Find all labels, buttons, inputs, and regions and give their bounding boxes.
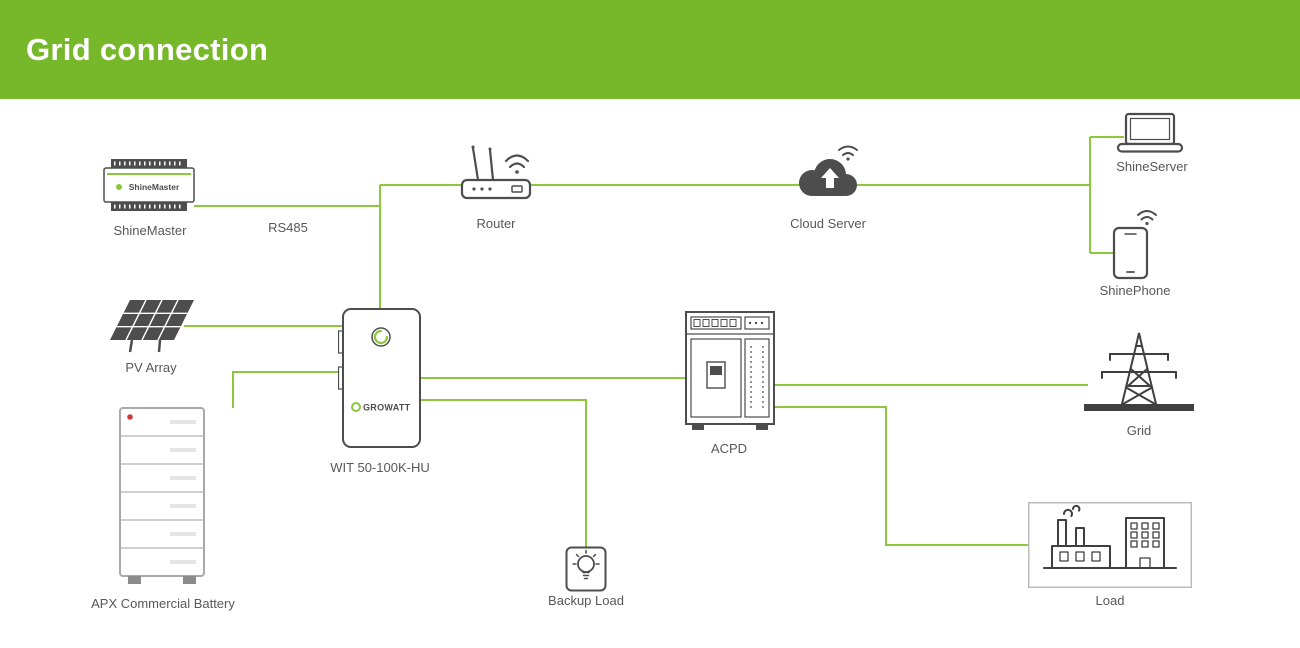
inverter-icon: GROWATT — [337, 308, 421, 448]
shinemaster-label: ShineMaster — [113, 223, 187, 238]
shinemaster-node: ShineMaster — [103, 158, 195, 214]
router-icon — [460, 145, 532, 200]
shinemaster-device-text: ShineMaster — [129, 182, 180, 192]
header-banner: Grid connection — [0, 0, 1300, 99]
inverter-label: WIT 50-100K-HU — [330, 460, 430, 475]
backup-load-label: Backup Load — [548, 593, 624, 608]
battery-node — [116, 406, 208, 588]
acpd-label: ACPD — [710, 441, 748, 456]
inverter-emblem-icon — [371, 327, 391, 347]
transmission-tower-icon — [1084, 332, 1194, 411]
solar-panel-icon — [110, 299, 194, 353]
load-node — [1028, 502, 1192, 588]
factory-building-icon — [1028, 502, 1192, 588]
pv-array-label: PV Array — [125, 360, 177, 375]
shinemaster-icon: ShineMaster — [103, 159, 195, 211]
wire-inverter-battery — [232, 371, 341, 408]
shinephone-label: ShinePhone — [1099, 283, 1171, 298]
router-node — [460, 140, 532, 204]
acpd-node — [684, 310, 776, 432]
pv-array-node — [104, 294, 200, 356]
router-label: Router — [476, 216, 516, 231]
page-title: Grid connection — [26, 31, 269, 67]
grid-label: Grid — [1126, 423, 1152, 438]
cloud-server-node — [790, 142, 866, 208]
shineserver-node — [1116, 112, 1184, 156]
wifi-icon — [1137, 210, 1157, 216]
lightbulb-icon — [565, 546, 607, 592]
rs485-label: RS485 — [268, 220, 308, 235]
wifi-icon — [838, 145, 858, 151]
battery-label: APX Commercial Battery — [91, 596, 235, 611]
phone-icon — [1112, 210, 1157, 280]
acpd-cabinet-icon — [685, 311, 775, 430]
inverter-brand-text: GROWATT — [363, 403, 411, 413]
battery-brand-dot — [127, 414, 133, 420]
cloud-server-label: Cloud Server — [790, 216, 866, 231]
laptop-icon — [1116, 112, 1184, 153]
load-label: Load — [1095, 593, 1125, 608]
wifi-icon — [504, 154, 530, 163]
wire-acpd-load — [774, 406, 1029, 546]
shinephone-node — [1110, 206, 1158, 280]
battery-cabinet-icon — [119, 407, 205, 584]
cloud-server-icon — [799, 145, 858, 196]
grid-node — [1084, 324, 1194, 416]
shineserver-label: ShineServer — [1116, 159, 1188, 174]
growatt-logo-icon — [351, 402, 361, 412]
upload-arrow-icon — [821, 168, 839, 188]
wire-inverter-backup — [420, 399, 587, 547]
backup-load-node — [565, 546, 607, 592]
inverter-node: GROWATT — [337, 307, 422, 451]
